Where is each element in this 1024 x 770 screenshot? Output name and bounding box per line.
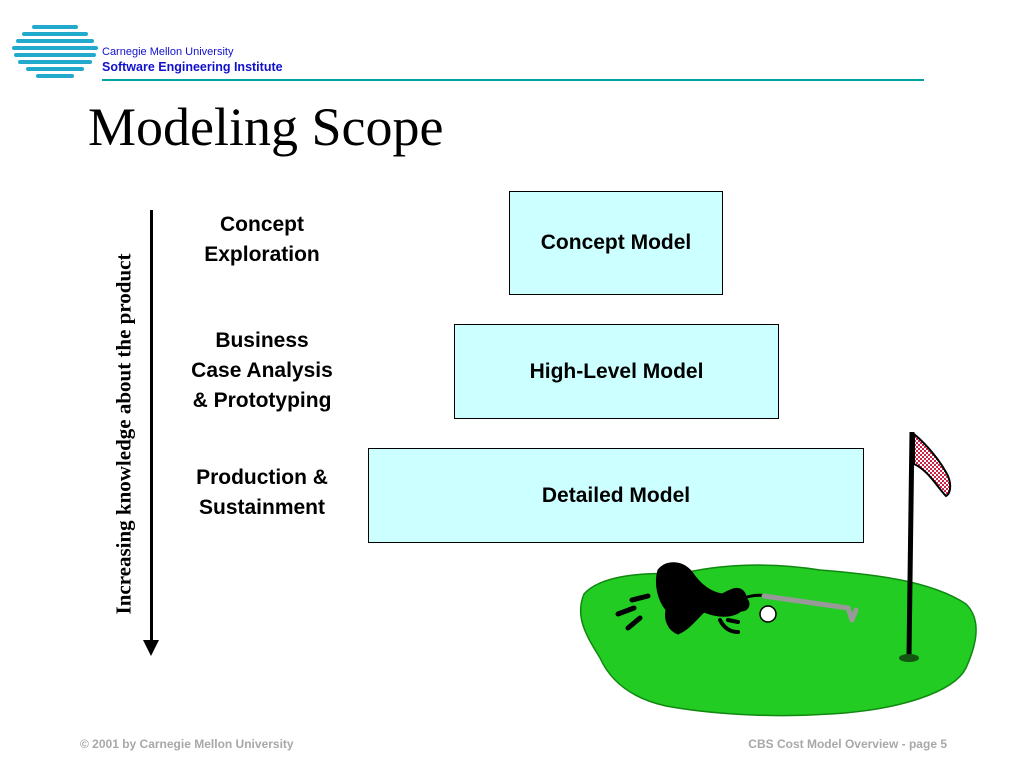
down-arrow-icon [143,640,159,656]
phase-line: & Prototyping [192,389,332,412]
phase-line: Concept [220,213,304,236]
phase-line: Exploration [204,243,320,266]
axis-label: Increasing knowledge about the product [111,253,136,615]
phase-line: Production & [196,466,328,489]
page-footer: CBS Cost Model Overview - page 5 [748,737,947,751]
concept-model-box: Concept Model [509,191,723,295]
organization-name: Carnegie Mellon University Software Engi… [102,45,283,75]
sei-logo-icon [12,25,98,78]
detailed-model-box: Detailed Model [368,448,864,543]
phase-business-case-analysis: Business Case Analysis & Prototyping [162,326,362,416]
golf-flag-icon [899,431,952,662]
golfer-putting-icon [615,562,859,635]
phase-line: Sustainment [198,496,326,519]
phase-concept-exploration: Concept Exploration [162,210,362,270]
institute-name: Software Engineering Institute [102,60,283,74]
phase-line: Business [215,329,309,352]
high-level-model-box: High-Level Model [454,324,779,419]
header-rule [102,79,924,81]
phase-production-sustainment: Production & Sustainment [162,463,362,523]
golf-ball-icon [759,605,777,623]
golfer-putting-illustration [579,431,977,717]
phase-line: Case Analysis [191,359,333,382]
copyright-footer: © 2001 by Carnegie Mellon University [80,737,294,751]
university-name: Carnegie Mellon University [102,46,234,58]
putting-green-shape [579,564,977,717]
slide-title: Modeling Scope [88,97,444,157]
knowledge-axis-line [150,210,153,646]
